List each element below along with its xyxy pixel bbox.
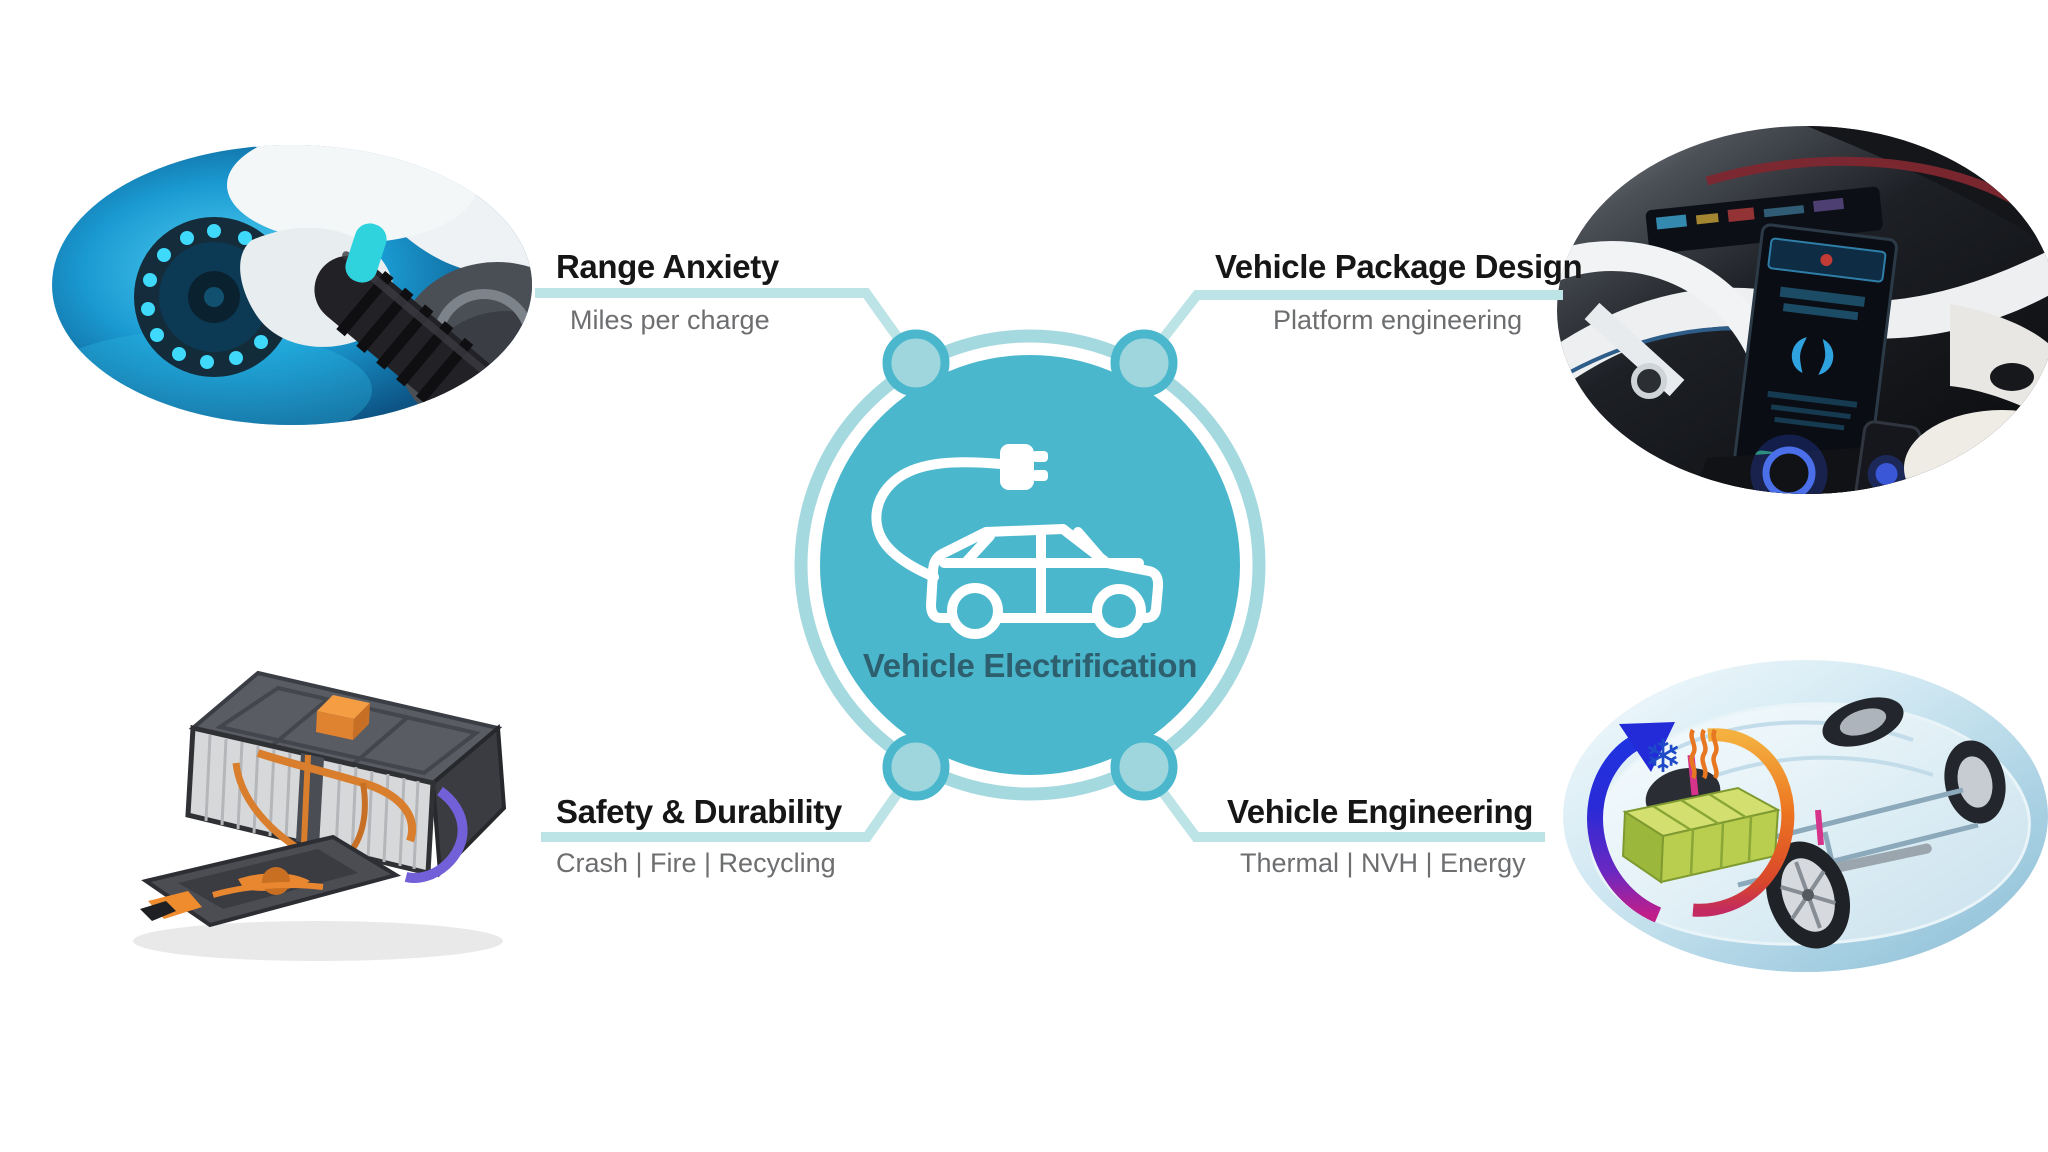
node-title-range-anxiety: Range Anxiety <box>556 248 779 285</box>
node-title-vehicle-package-design: Vehicle Package Design <box>1215 248 1583 285</box>
center-touchscreen <box>1729 223 1898 494</box>
car-chassis-thermal-image: ❄ <box>1563 660 2048 972</box>
car-body-outline <box>926 524 1164 623</box>
snowflake-icon: ❄ <box>1644 729 1683 783</box>
suspension-strut <box>1815 809 1824 846</box>
front-wheel <box>1765 841 1851 949</box>
connection-node-bottom-right <box>1110 733 1178 801</box>
connection-nodes <box>882 329 1178 801</box>
node-subtitle-range-anxiety: Miles per charge <box>570 305 770 335</box>
car-rear-wheel <box>1092 584 1146 638</box>
orange-junction-box <box>316 695 370 740</box>
instrument-cluster <box>1645 186 1883 254</box>
node-title-vehicle-engineering: Vehicle Engineering <box>1227 793 1533 830</box>
connection-node-top-left <box>882 329 950 397</box>
ev-car-with-charging-plug-icon <box>871 444 1164 639</box>
node-subtitle-safety-durability: Crash | Fire | Recycling <box>556 848 836 878</box>
plug-icon <box>1000 444 1048 490</box>
car-rear-window-line <box>1073 527 1108 566</box>
thermal-cycle-arrows-icon <box>1587 722 1795 923</box>
heat-waves-icon <box>1689 728 1719 780</box>
ev-battery-pack-image <box>118 643 533 973</box>
node-title-safety-durability: Safety & Durability <box>556 793 842 830</box>
hub-label: Vehicle Electrification <box>862 647 1198 684</box>
node-subtitle-vehicle-package-design: Platform engineering <box>1273 305 1523 335</box>
plug-handle-barrel <box>314 251 499 422</box>
connection-node-bottom-left <box>882 733 950 801</box>
purple-cable <box>404 786 468 883</box>
car-windshield-line <box>962 531 995 566</box>
charging-cable <box>871 457 1006 582</box>
hub-ring <box>794 329 1266 801</box>
connection-node-top-right <box>1110 329 1178 397</box>
car-front-wheel <box>947 583 1003 639</box>
node-subtitle-vehicle-engineering: Thermal | NVH | Energy <box>1240 848 1526 878</box>
front-tray <box>140 834 402 928</box>
green-battery-pack <box>1621 786 1781 884</box>
